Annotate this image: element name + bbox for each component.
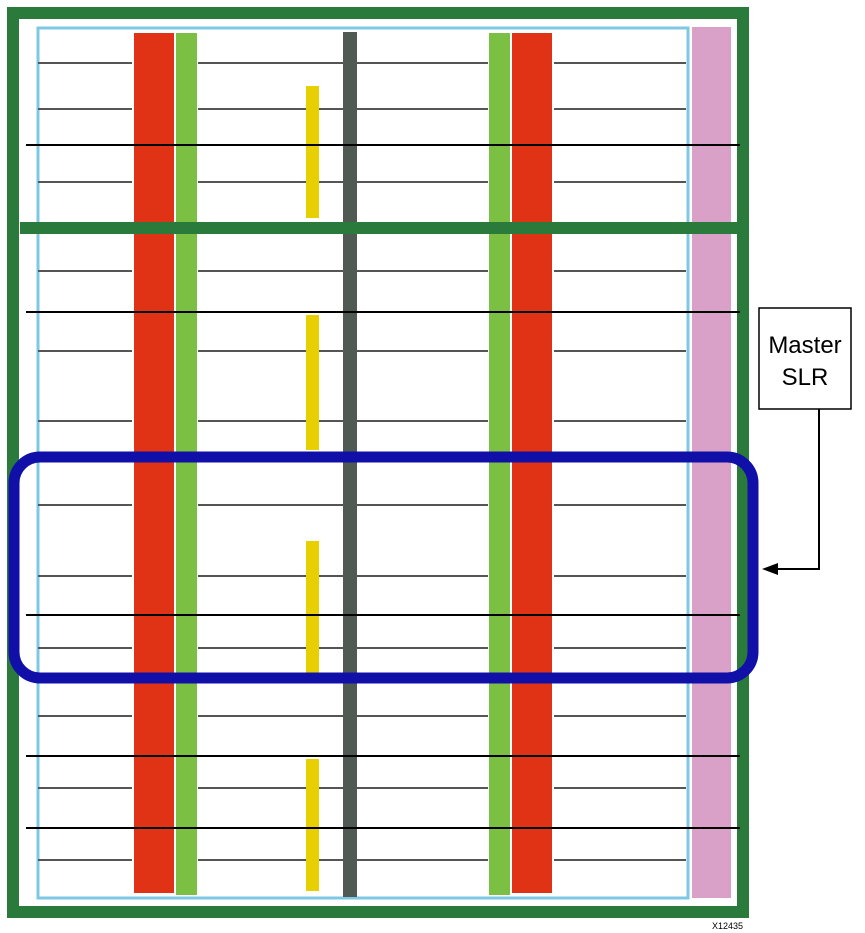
arrow-head-icon xyxy=(762,563,778,575)
callout-arrow-line xyxy=(776,409,820,570)
yellow-segment xyxy=(306,759,319,891)
green-column-left xyxy=(176,33,197,895)
red-column-left xyxy=(134,33,174,893)
gray-lines-right xyxy=(554,62,686,861)
yellow-segment xyxy=(306,315,319,450)
black-lines xyxy=(26,144,740,829)
callout-line2: SLR xyxy=(782,364,829,391)
yellow-segment xyxy=(306,86,319,218)
gray-lines-left xyxy=(38,62,132,861)
red-column-right xyxy=(512,33,552,893)
yellow-segment xyxy=(306,541,319,676)
inner-border xyxy=(36,26,690,900)
callout-line1: Master xyxy=(768,332,841,359)
center-column xyxy=(343,32,357,897)
master-slr-highlight xyxy=(8,451,759,684)
slr-divider xyxy=(20,222,738,234)
figure-id: X12435 xyxy=(712,921,743,931)
callout-box xyxy=(758,307,852,410)
green-column-right xyxy=(489,33,510,895)
